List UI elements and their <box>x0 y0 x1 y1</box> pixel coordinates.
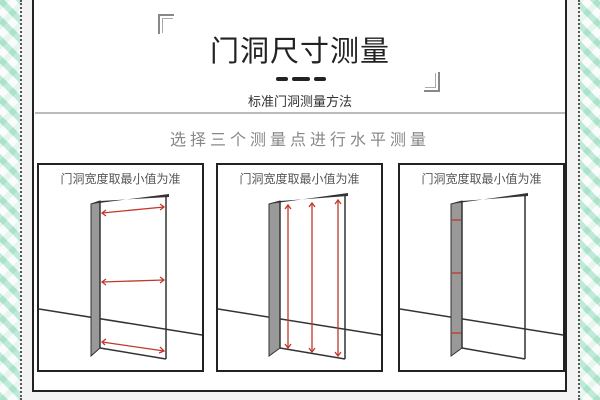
diagram-panel-thickness: 门洞宽度取最小值为准 <box>398 163 565 372</box>
title-divider-dash <box>276 77 288 81</box>
section-title: 选择三个测量点进行水平测量 <box>169 130 430 149</box>
door-height-diagram <box>218 193 381 360</box>
title-divider-dash <box>314 77 326 81</box>
page-title: 门洞尺寸测量 <box>209 34 390 68</box>
corner-bracket-bottom-right <box>424 72 440 92</box>
panel-label: 门洞宽度取最小值为准 <box>239 172 360 186</box>
diagram-panel-width: 门洞宽度取最小值为准 <box>37 163 204 372</box>
door-thickness-diagram <box>400 193 563 360</box>
title-divider-dash <box>292 77 310 81</box>
corner-bracket-top-left <box>158 14 174 34</box>
diagram-panel-height: 门洞宽度取最小值为准 <box>216 163 383 372</box>
panel-label: 门洞宽度取最小值为准 <box>60 172 181 186</box>
panel-label: 门洞宽度取最小值为准 <box>421 172 542 186</box>
section-divider <box>35 112 565 114</box>
door-width-diagram <box>39 194 202 360</box>
page-subtitle: 标准门洞测量方法 <box>247 95 352 110</box>
